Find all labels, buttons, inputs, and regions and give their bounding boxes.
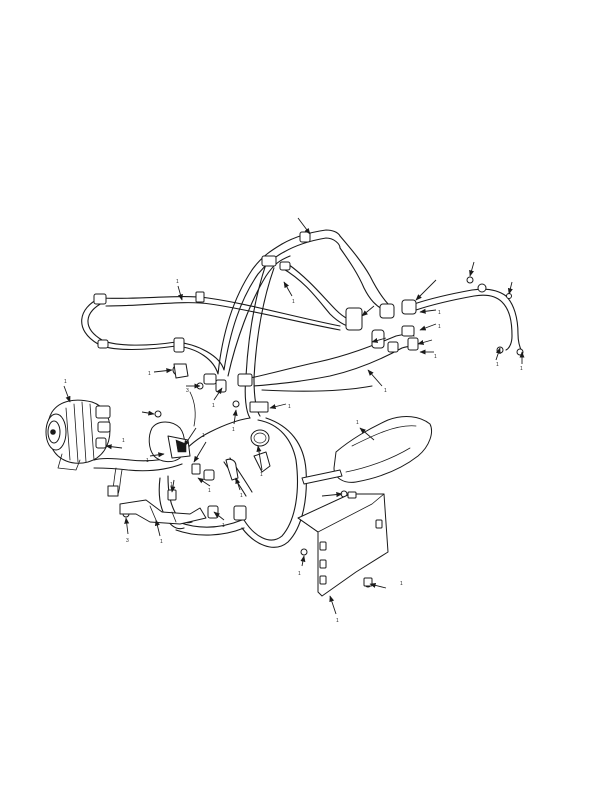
callout-label: 1	[438, 310, 441, 316]
callout-label: 1	[160, 539, 163, 545]
callout-label: 1	[400, 581, 403, 587]
alternator	[45, 399, 111, 471]
callout-label: 1	[292, 299, 295, 305]
callout-label: 1	[176, 279, 179, 285]
callout-label: 1	[298, 571, 301, 577]
bracket-plate	[297, 491, 389, 597]
callout-label: 1	[222, 523, 225, 529]
callout-label: 3	[186, 388, 189, 394]
callout-label: 1	[260, 472, 263, 478]
callout-label: 1	[148, 371, 151, 377]
callout-label: 1	[356, 420, 359, 426]
callout-label: 1	[232, 427, 235, 433]
leader-arrows	[63, 217, 525, 615]
callout-label: 1	[212, 403, 215, 409]
harness-connectors	[93, 231, 524, 588]
main-wiring-harness	[81, 229, 523, 548]
callout-label: 1	[202, 433, 205, 439]
callout-label: 1	[384, 388, 387, 394]
heat-shield	[301, 416, 432, 485]
callout-label: 1	[336, 618, 339, 624]
callout-label: 1	[146, 458, 149, 464]
callout-label: 1	[208, 488, 211, 494]
callout-label: 1	[520, 366, 523, 372]
callout-label: 1	[240, 493, 243, 499]
callout-label: 1	[122, 438, 125, 444]
callout-label: 1	[64, 379, 67, 385]
callout-label: 1	[170, 482, 173, 488]
callout-label: 1	[496, 362, 499, 368]
callout-label: 1	[438, 324, 441, 330]
callout-label: 1	[288, 404, 291, 410]
callout-label: 1	[434, 354, 437, 360]
callout-label: 3	[126, 538, 129, 544]
callout-labels: 1 1 1 1 1 1 1 1 1 1 1 1 1 1 1 3 1 1 1 1 …	[64, 279, 523, 624]
